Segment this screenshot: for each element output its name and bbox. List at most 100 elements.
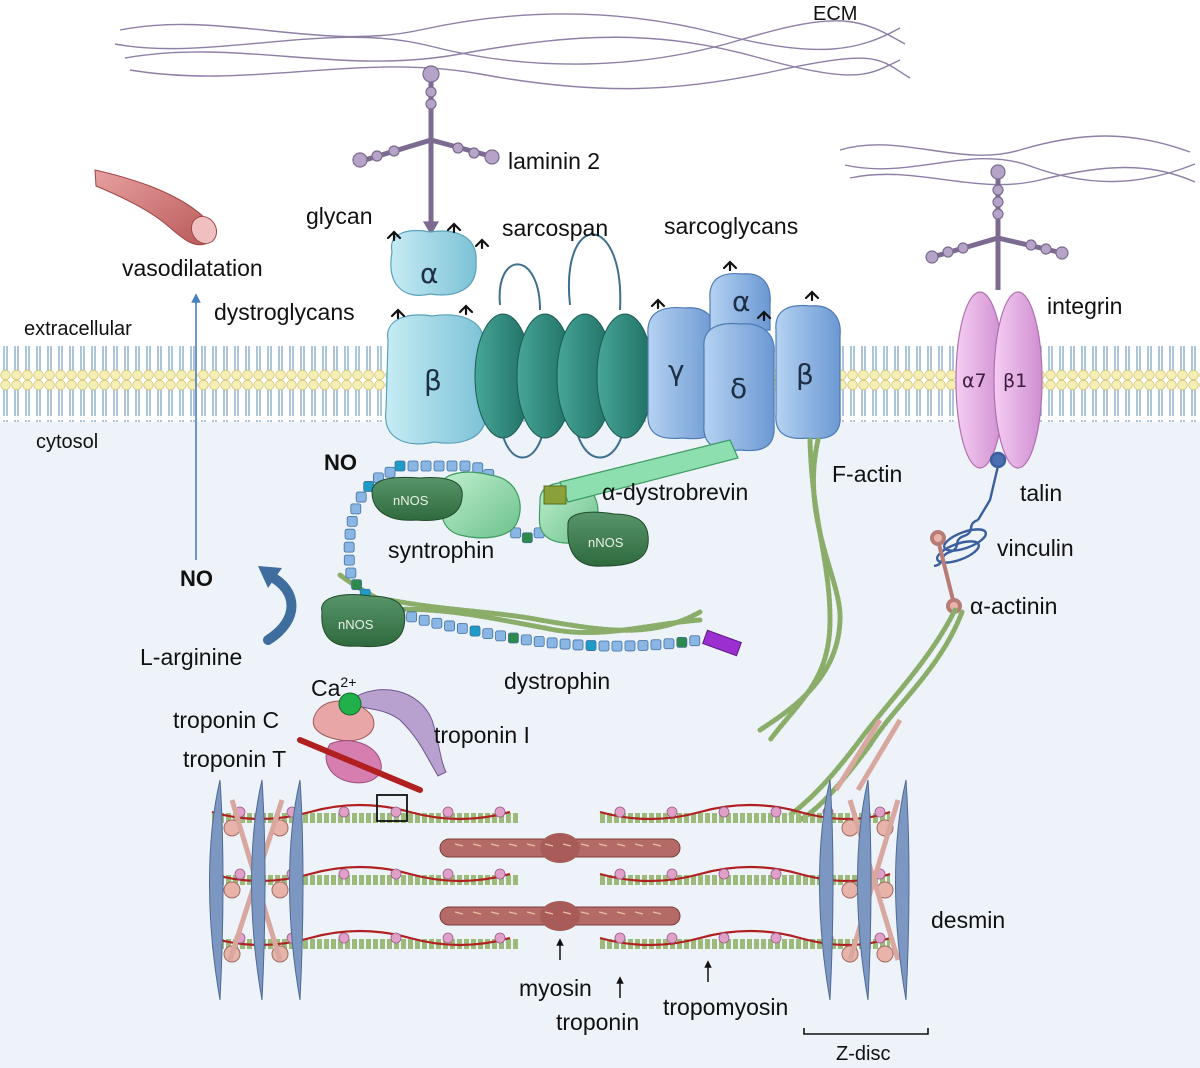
troponin-dot (770, 806, 782, 818)
dystrophin-bead (418, 614, 430, 626)
troponin-i-label: troponin I (434, 722, 530, 748)
troponin-dot (234, 868, 246, 880)
troponin-dot (442, 932, 454, 944)
no-label-top: NO (324, 450, 357, 475)
nnos-top: nNOS (371, 476, 463, 521)
alpha-actinin-node (841, 881, 859, 899)
dystrophin-bead (456, 623, 468, 634)
dystrophin-bead (433, 460, 445, 472)
troponin-dot (494, 932, 506, 944)
alpha-actinin-node (876, 945, 894, 963)
alpha-dystrobrevin-label: α-dystrobrevin (602, 479, 748, 505)
talin-label: talin (1020, 480, 1062, 506)
troponin-dot (666, 868, 678, 880)
troponin-dot (718, 806, 730, 818)
dystrophin-bead (431, 617, 443, 629)
dystrophin-bead (689, 635, 701, 647)
dystrophin-bead (343, 554, 355, 566)
troponin-dot (770, 868, 782, 880)
laminin-2 (352, 65, 500, 236)
myosin-head-line (598, 911, 608, 915)
dystrophin-bead (520, 634, 532, 646)
myosin-head-line (508, 843, 518, 847)
pointer-arrows (556, 938, 712, 998)
ecm-label: ECM (813, 3, 857, 25)
myosin-head-line (652, 911, 662, 915)
tropomyosin-strand (599, 929, 891, 947)
no-label-left: NO (180, 566, 213, 591)
nnos-molecules: nNOS nNOS nNOS (321, 476, 649, 648)
z-disc-arc (857, 779, 872, 1001)
m-line (540, 833, 580, 863)
dystrophin-bead (663, 638, 675, 650)
nnos-right: nNOS (567, 511, 649, 567)
dystrophin-bead (585, 640, 597, 651)
sarcoglycan-delta-label: δ (730, 372, 747, 405)
alpha-actinin-label: α-actinin (970, 593, 1057, 619)
cytosol-label: cytosol (36, 431, 98, 453)
troponin-dot (614, 806, 626, 818)
sarcoglycans (647, 272, 841, 452)
alpha-actinin-node (223, 881, 241, 899)
dystrophin-bead (472, 462, 484, 474)
sarcomere (209, 718, 910, 1001)
myosin-head-line (490, 843, 500, 847)
desmin-rod (855, 718, 903, 792)
dystroglycan-beta-label: β (424, 364, 442, 397)
dystrophin-bead (482, 628, 494, 639)
troponin-dot (390, 806, 402, 818)
dystrophin-bead (624, 640, 636, 652)
calcium-text: Ca (311, 675, 341, 701)
troponin-dot (874, 932, 886, 944)
z-disc-bracket (803, 1028, 929, 1035)
troponin-dot (718, 932, 730, 944)
myosin-head-line (454, 843, 464, 847)
dystrophin-bead (521, 532, 533, 544)
sarcoglycan-gamma-label: γ (668, 354, 685, 387)
dystrophin-bead (495, 630, 506, 642)
z-disc-arc (895, 779, 910, 1001)
myosin-head-line (526, 843, 536, 847)
desmin-label: desmin (931, 907, 1005, 933)
troponin-dot (666, 932, 678, 944)
laminin-label: laminin 2 (508, 148, 600, 174)
integrin (955, 291, 1043, 469)
sarcoglycan-beta-label: β (796, 358, 814, 391)
glycan-label: glycan (306, 203, 372, 229)
integrin-label: integrin (1047, 293, 1122, 319)
dystrophin-bead (406, 611, 418, 623)
tropomyosin-label: tropomyosin (663, 994, 788, 1020)
myosin-head-line (598, 843, 608, 847)
dystrophin-bead (559, 638, 571, 650)
troponin-complex (297, 689, 447, 793)
dystrophin-bead (343, 541, 355, 553)
nnos-left: nNOS (321, 594, 406, 648)
vasodilatation-label: vasodilatation (122, 255, 263, 281)
troponin-dot (390, 868, 402, 880)
sarcospan (474, 313, 654, 439)
myosin-head-line (652, 843, 662, 847)
alpha-actinin-node (271, 881, 289, 899)
troponin-dot (666, 806, 678, 818)
z-disc-label: Z-disc (836, 1043, 890, 1065)
dystrophin-bead (350, 503, 362, 515)
calcium-charge: 2+ (340, 674, 356, 690)
myosin-head-line (616, 911, 626, 915)
myosin-label: myosin (519, 975, 592, 1001)
dystrophin-bead (420, 460, 432, 472)
dystroglycan-alpha-label: α (420, 257, 438, 290)
extracellular-label: extracellular (24, 318, 132, 340)
myosin-head-line (544, 911, 554, 915)
f-actin-filaments (337, 437, 965, 823)
dystrophin-label: dystrophin (504, 668, 610, 694)
dystrophin-bead (346, 515, 358, 527)
troponin-dot (338, 868, 350, 880)
troponin-dot (614, 932, 626, 944)
nnos-label-2: nNOS (588, 535, 624, 550)
myosin-head-line (580, 911, 590, 915)
myosin-head-line (544, 843, 554, 847)
dystrophin-bead (459, 460, 471, 472)
troponin-dot (614, 868, 626, 880)
z-disc-arc (209, 779, 224, 1001)
